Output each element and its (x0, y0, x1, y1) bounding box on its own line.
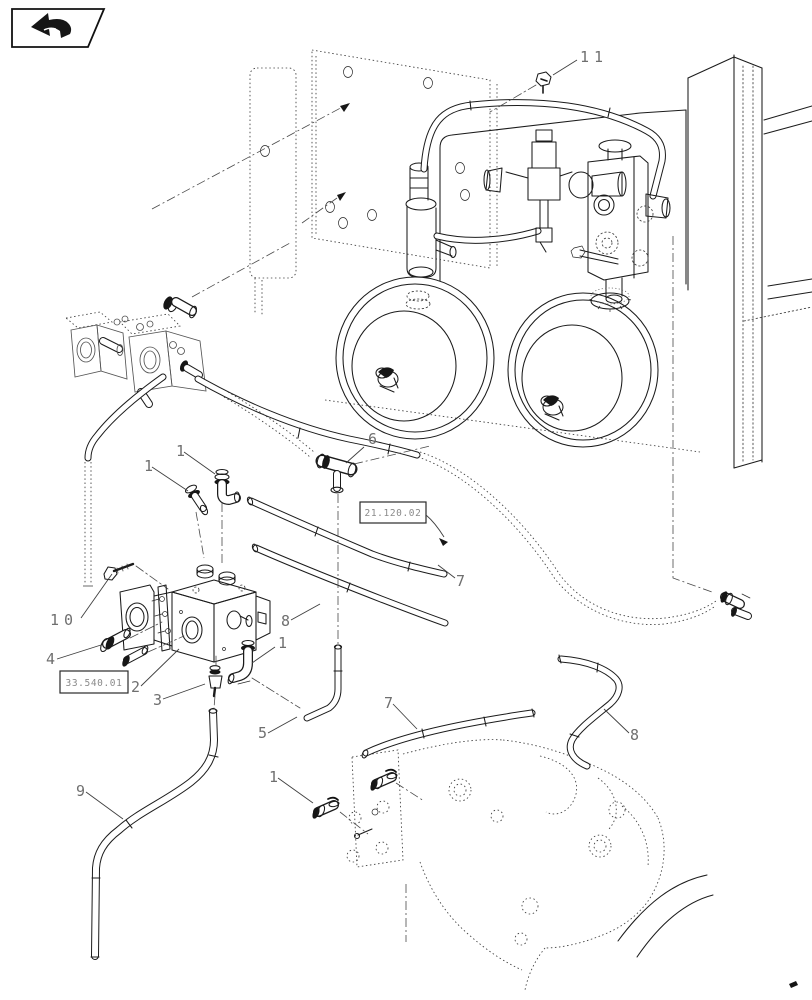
bolt-10-part (103, 562, 169, 590)
alignment-arrow-icon-2 (337, 192, 346, 201)
hose-top-arc (420, 99, 666, 200)
callout-9: 9 (76, 782, 87, 800)
bolt-11-part (489, 71, 552, 113)
drum-elbow-fitting (375, 367, 399, 393)
manifold-block (570, 139, 671, 304)
drum-elbow-fitting-2 (540, 395, 564, 421)
elbow-fitting-1a (214, 468, 241, 505)
deck-edge-line (324, 399, 701, 453)
elbow-fitting-1d-upper (370, 768, 398, 791)
callout-4: 4 (46, 650, 57, 668)
callout-10: 10 (50, 611, 78, 629)
valve-block-assembly (100, 562, 301, 709)
plug-fitting-4b (122, 645, 149, 667)
fitting-3 (208, 665, 223, 698)
callout-1a: 1 (176, 442, 187, 460)
flange-disc (588, 287, 632, 312)
ref-label-lower: 33.540.01 (66, 678, 123, 689)
brake-drum-left (335, 276, 495, 440)
elbow-fitting-1d-lower (312, 796, 340, 819)
callout-1b: 1 (144, 457, 155, 475)
alignment-arrow-icon (340, 103, 350, 112)
phantom-air-tubes (83, 373, 717, 625)
callout-11: 11 (580, 48, 608, 66)
frame-rails (687, 54, 812, 469)
callouts: 11 6 1 1 7 8 10 4 2 3 1 5 9 1 7 8 (46, 48, 641, 820)
callout-5: 5 (258, 724, 269, 742)
upper-valve-assembly (405, 99, 671, 312)
cross-fitting (483, 129, 627, 253)
axle-housing-phantom (312, 236, 752, 991)
return-arrow-icon (31, 13, 72, 38)
ref-box-upper: 21.120.02 (359, 501, 448, 546)
callout-6: 6 (368, 430, 379, 448)
callout-1d: 1 (269, 768, 280, 786)
elbow-fitting-1c (227, 639, 255, 685)
lower-hoses (90, 644, 343, 960)
reference-boxes: 21.120.02 33.540.01 (59, 501, 448, 694)
harness-connector (720, 591, 752, 620)
callout-8a: 8 (281, 612, 292, 630)
hose-5 (303, 644, 342, 722)
center-fittings-hoses (184, 445, 449, 644)
rear-mount-panels (151, 49, 498, 316)
ref-label-upper: 21.120.02 (365, 508, 422, 519)
brake-drum-right (507, 292, 659, 448)
ref-arrow-icon (439, 538, 448, 546)
callout-7a: 7 (456, 572, 467, 590)
phantom-valve-assembly (65, 242, 291, 408)
callout-7b: 7 (384, 694, 395, 712)
assembly-elbow-fitting (163, 296, 198, 319)
assembly-elbow-fitting-2 (179, 360, 203, 379)
plug-fitting-4a (100, 627, 131, 653)
tube-left-down (84, 373, 167, 462)
ref-box-lower: 33.540.01 (59, 670, 129, 694)
corner-print-mark (789, 981, 798, 988)
pump-mount-plate (439, 109, 687, 285)
accumulator (405, 162, 457, 310)
back-nav-icon[interactable] (11, 8, 106, 48)
fitting-1b (184, 484, 209, 516)
callout-3: 3 (153, 691, 164, 709)
callout-8b: 8 (630, 726, 641, 744)
callout-2: 2 (131, 678, 142, 696)
callout-1c: 1 (278, 634, 289, 652)
tee-fitting-6 (315, 453, 358, 494)
